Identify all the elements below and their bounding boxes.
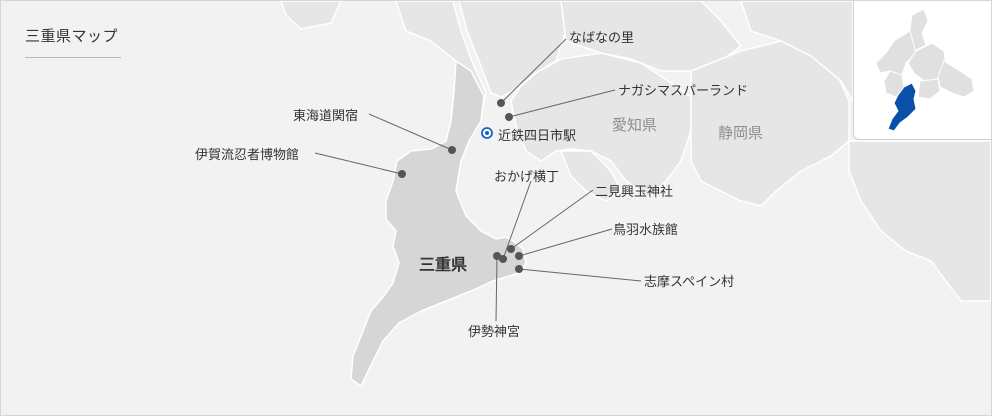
leader-okage bbox=[502, 180, 532, 260]
title-underline bbox=[25, 57, 121, 58]
spot-label-toba[interactable]: 鳥羽水族館 bbox=[613, 223, 679, 238]
station-marker bbox=[481, 127, 493, 139]
prefecture-label-mie: 三重県 bbox=[419, 255, 468, 274]
marker-iga bbox=[398, 170, 406, 178]
land-east-far bbox=[848, 140, 991, 302]
marker-toba bbox=[515, 252, 523, 260]
inset-mie-highlight bbox=[887, 82, 917, 132]
marker-okage bbox=[499, 255, 507, 263]
leader-ise bbox=[495, 255, 498, 322]
spot-label-sekijuku[interactable]: 東海道関宿 bbox=[293, 109, 359, 124]
leader-iga bbox=[314, 152, 403, 175]
marker-shima bbox=[515, 265, 523, 273]
inset-region-southwest bbox=[883, 70, 905, 98]
spot-label-futami[interactable]: 二見興玉神社 bbox=[595, 185, 674, 200]
locator-inset bbox=[853, 1, 991, 140]
marker-sekijuku bbox=[448, 146, 456, 154]
marker-nagashima bbox=[505, 113, 513, 121]
spot-label-nagashima[interactable]: ナガシマスパーランド bbox=[618, 84, 749, 99]
leader-shima bbox=[518, 268, 642, 282]
leader-nabana bbox=[500, 38, 567, 104]
spot-label-nabana[interactable]: なばなの里 bbox=[569, 31, 635, 46]
inset-region-west bbox=[875, 30, 917, 76]
marker-ise bbox=[493, 252, 501, 260]
leader-sekijuku bbox=[368, 113, 453, 151]
marker-nabana bbox=[497, 99, 505, 107]
land-northwest bbox=[280, 1, 342, 30]
spot-label-ise[interactable]: 伊勢神宮 bbox=[468, 325, 521, 340]
leader-futami bbox=[510, 189, 594, 250]
spot-markers bbox=[398, 99, 523, 273]
leader-toba bbox=[518, 228, 613, 257]
leader-lines bbox=[314, 38, 642, 322]
inset-region-east bbox=[937, 60, 975, 98]
neighbor-land bbox=[280, 1, 991, 302]
neighbor-label-shizuoka: 静岡県 bbox=[718, 124, 764, 142]
land-aichi bbox=[510, 52, 692, 198]
map-title: 三重県マップ bbox=[25, 27, 119, 45]
mie-prefecture-shape bbox=[350, 59, 527, 388]
spot-label-shima[interactable]: 志摩スペイン村 bbox=[644, 275, 735, 290]
station-label[interactable]: 近鉄四日市駅 bbox=[498, 129, 577, 144]
marker-futami bbox=[507, 245, 515, 253]
land-bay-peninsula bbox=[559, 150, 622, 202]
locator-map bbox=[875, 8, 975, 132]
neighbor-label-aichi: 愛知県 bbox=[612, 116, 658, 134]
spot-label-okage[interactable]: おかげ横丁 bbox=[494, 170, 560, 185]
spot-label-iga[interactable]: 伊賀流忍者博物館 bbox=[195, 148, 300, 163]
leader-nagashima bbox=[508, 89, 616, 118]
inset-region-aichi bbox=[917, 78, 941, 100]
